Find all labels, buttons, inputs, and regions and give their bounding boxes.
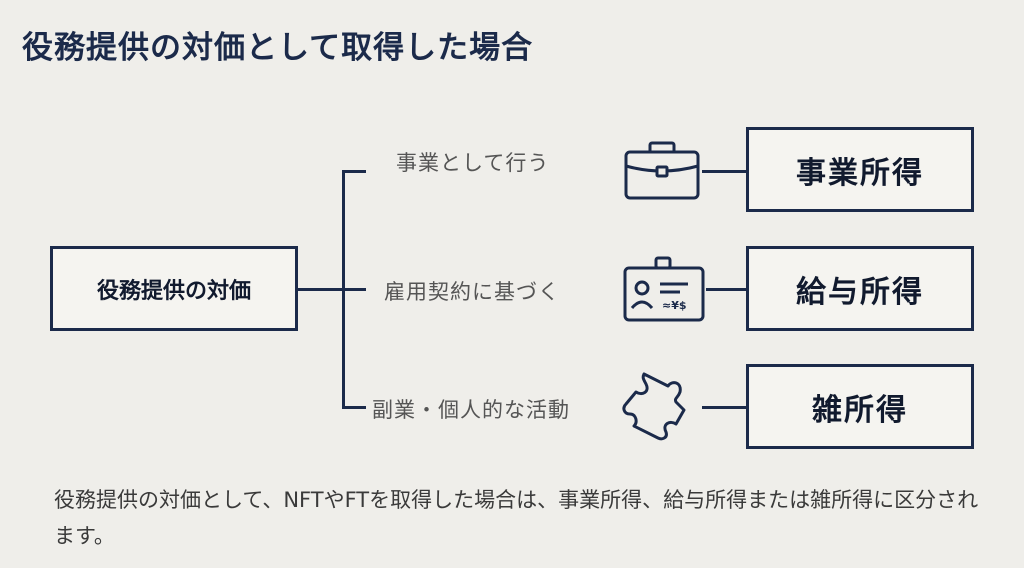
connector-icon-result-2 xyxy=(706,288,746,291)
result-node-salary-income: 給与所得 xyxy=(746,246,974,331)
badge-currency-text: ≈¥$ xyxy=(662,299,687,312)
result-label-2: 給与所得 xyxy=(796,274,924,310)
branch-condition-3: 副業・個人的な活動 xyxy=(372,398,570,422)
result-node-misc-income: 雑所得 xyxy=(746,364,974,449)
connector-source xyxy=(298,288,343,291)
connector-branch-1 xyxy=(342,170,366,173)
branch-condition-1: 事業として行う xyxy=(396,151,550,175)
connector-icon-result-3 xyxy=(702,406,746,409)
connector-branch-2 xyxy=(342,288,366,291)
puzzle-icon xyxy=(622,372,686,441)
id-badge-icon: ≈¥$ xyxy=(623,256,705,322)
result-label-1: 事業所得 xyxy=(796,155,924,191)
page-title: 役務提供の対価として取得した場合 xyxy=(22,30,534,66)
result-node-business-income: 事業所得 xyxy=(746,127,974,212)
summary-text: 役務提供の対価として、NFTやFTを取得した場合は、事業所得、給与所得または雑所… xyxy=(54,488,979,548)
result-label-3: 雑所得 xyxy=(812,392,908,428)
branch-condition-2: 雇用契約に基づく xyxy=(384,280,560,304)
connector-icon-result-1 xyxy=(702,170,746,173)
source-node-label: 役務提供の対価 xyxy=(96,278,251,304)
connector-branch-3 xyxy=(342,406,366,409)
briefcase-icon xyxy=(624,141,700,200)
source-node: 役務提供の対価 xyxy=(50,246,298,331)
